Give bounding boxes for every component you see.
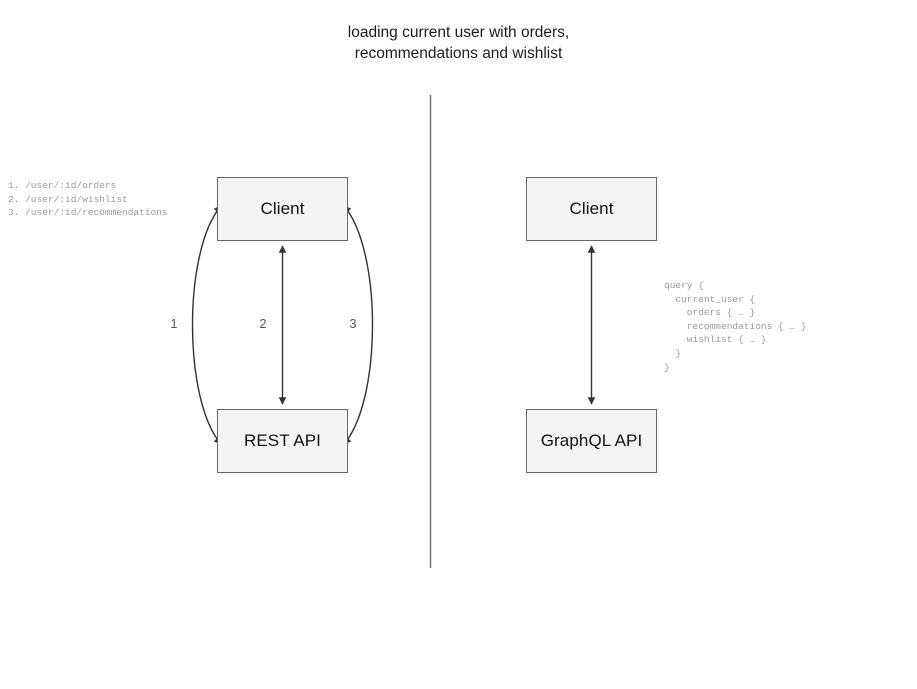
node-graphql-api[interactable]: GraphQL API [526, 409, 657, 473]
edge-label-3: 3 [349, 317, 357, 331]
edge-rest-3 [343, 205, 374, 445]
node-rest-api[interactable]: REST API [217, 409, 348, 473]
edge-rest-1 [191, 205, 222, 445]
diagram-title: loading current user with orders, recomm… [347, 24, 570, 62]
node-label: REST API [243, 431, 322, 450]
edge-label-2: 2 [259, 317, 267, 331]
node-client-graphql[interactable]: Client [526, 177, 657, 241]
rest-endpoint-list: 1. /user/:id/orders 2. /user/:id/wishlis… [8, 180, 168, 219]
edge-label-1: 1 [170, 317, 178, 331]
node-label: GraphQL API [540, 431, 643, 450]
node-label: Client [569, 199, 614, 218]
node-label: Client [260, 199, 305, 218]
graphql-query-snippet: query { current_user { orders { … } reco… [664, 280, 807, 373]
node-client-rest[interactable]: Client [217, 177, 348, 241]
